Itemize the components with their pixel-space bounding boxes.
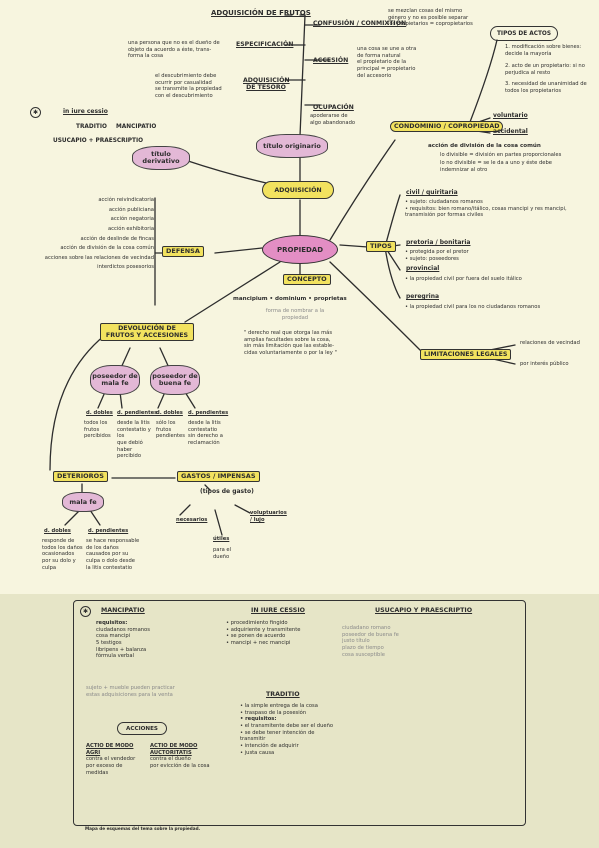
defensa-node: DEFENSA xyxy=(162,246,204,258)
usucapio-label: USUCAPIO + PRAESCRIPTIO xyxy=(53,138,144,144)
concepto-forma: forma de nombrar a la propiedad xyxy=(265,308,325,321)
accidental-label: accidental xyxy=(493,128,528,135)
tipos-actos-node: TIPOS DE ACTOS xyxy=(490,26,558,41)
mala-fe-pendientes-label: d. pendientes xyxy=(117,410,158,416)
mancipatio-marker: ✱ xyxy=(30,107,41,118)
deterioros-dobles-label: d. dobles xyxy=(44,528,71,534)
gastos-tipos: (tipos de gasto) xyxy=(200,488,254,495)
condominio-accion: acción de división de la cosa común xyxy=(428,143,541,149)
mala-fe-pendientes-text: desde la litis contestatio y los que deb… xyxy=(117,420,151,460)
limitacion-interes: por interés público xyxy=(520,361,569,367)
tipo-pretoria-items: protegida por el pretor sujeto: poseedor… xyxy=(405,249,525,262)
deterioros-dobles-text: responde de todos los daños ocasionados … xyxy=(42,538,83,571)
notes-acciones-label: ACCIONES xyxy=(117,722,167,735)
adquisicion-tesoro-label: ADQUISICIÓN DE TESORO xyxy=(243,77,290,92)
notes-accion-auctoritatis: ACTIO DE MODO AUCTORITATIS contra el due… xyxy=(150,743,210,769)
ocupacion-label: OCUPACIÓN xyxy=(313,104,354,111)
titulo-originario-cloud: título originario xyxy=(256,134,328,158)
ocupacion-text: apoderarse de algo abandonado xyxy=(310,113,356,126)
adquisicion-node: ADQUISICIÓN xyxy=(262,181,334,199)
traditio-label: TRADITIO xyxy=(76,124,107,130)
devolucion-node: DEVOLUCIÓN DE FRUTOS Y ACCESIONES xyxy=(100,323,194,342)
deterioros-node: DETERIOROS xyxy=(53,471,108,483)
accesion-label: ACCESIÓN xyxy=(313,57,349,64)
titulo-derivativo-cloud: título derivativo xyxy=(132,146,190,170)
notes-usucapio-items: ciudadano romano poseedor de buena fe ju… xyxy=(342,625,399,658)
tipo-peregrina-label: peregrina xyxy=(406,293,440,300)
gastos-utiles-text: para el dueño xyxy=(213,547,232,560)
condominio-divisible: lo divisible = división en partes propor… xyxy=(440,152,562,158)
deterioros-mala-fe-cloud: mala fe xyxy=(62,492,104,512)
gastos-utiles: útiles xyxy=(213,536,230,542)
buena-fe-pendientes-text: desde la litis contestatio sin derecho a… xyxy=(188,420,223,446)
especificacion-label: ESPECIFICACIÓN xyxy=(236,41,294,48)
confusion-label: CONFUSIÓN / CONMIXTIÓN xyxy=(313,20,407,27)
tipo-civil-items: sujeto: ciudadanos romanos requisitos: b… xyxy=(405,199,595,219)
mala-fe-dobles-text: todos los frutos percibidos xyxy=(84,420,111,440)
notes-in-iure-cessio-label: IN IURE CESSIO xyxy=(251,607,306,614)
propiedad-center-node: PROPIEDAD xyxy=(262,235,338,264)
accesion-text: una cosa se une a otra de forma natural … xyxy=(357,46,417,79)
limitaciones-node: LIMITACIONES LEGALES xyxy=(420,349,512,361)
mala-fe-dobles-label: d. dobles xyxy=(86,410,113,416)
notes-traditio-label: TRADITIO xyxy=(266,691,300,698)
adquisicion-tesoro-text: el descubrimiento debe ocurrir por casua… xyxy=(155,73,222,99)
buena-fe-cloud: poseedor de buena fe xyxy=(150,365,200,395)
buena-fe-dobles-text: sólo los frutos pendientes xyxy=(156,420,185,440)
confusion-text: se mezclan cosas del mismo género y no e… xyxy=(388,8,473,28)
concepto-terms: mancipium • dominium • proprietas xyxy=(233,296,347,302)
notes-in-iure-cessio-items: procedimiento fingido adquiriente y tran… xyxy=(226,620,336,647)
adquisicion-frutos-label: ADQUISICIÓN DE FRUTOS xyxy=(211,9,311,17)
notes-box xyxy=(73,600,526,826)
deterioros-pendientes-text: se hace responsable de los daños causado… xyxy=(86,538,140,571)
tipo-provincial-label: provincial xyxy=(406,265,440,272)
defensa-list: acción reivindicatoria acción publiciana… xyxy=(44,197,154,271)
tipo-pretoria-label: pretoria / bonitaria xyxy=(406,239,471,246)
voluntaria-label: voluntario xyxy=(493,112,528,119)
notes-mancipatio-items: requisitos: ciudadanos romanos cosa manc… xyxy=(96,620,150,660)
condominio-node: CONDOMINIO / COPROPIEDAD xyxy=(390,121,504,133)
gastos-node: GASTOS / IMPENSAS xyxy=(177,471,260,483)
tipo-peregrina-items: la propiedad civil para los no ciudadano… xyxy=(405,304,595,311)
concepto-node: CONCEPTO xyxy=(283,274,331,286)
notes-traditio-items: la simple entrega de la cosa traspaso de… xyxy=(240,703,340,756)
notes-mancipatio-aside: sujeto + mueble pueden practicar estas a… xyxy=(86,685,175,698)
mala-fe-cloud: poseedor de mala fe xyxy=(90,365,140,395)
condominio-no-divisible: lo no divisible = se le da a uno y éste … xyxy=(440,160,552,173)
notes-marker: ✱ xyxy=(80,606,91,617)
notes-mancipatio-label: MANCIPATIO xyxy=(101,607,145,614)
gastos-voluptuarios: voluptuarios / lujo xyxy=(250,510,287,523)
mancipatio-label: MANCIPATIO xyxy=(116,124,157,130)
gastos-necesarios: necesarios xyxy=(176,517,208,523)
concepto-definition: " derecho real que otorga las más amplia… xyxy=(244,330,337,356)
tipo-civil-label: civil / quiritaria xyxy=(406,189,458,196)
notes-accion-agri: ACTIO DE MODO AGRI contra el vendedor po… xyxy=(86,743,136,776)
tipo-provincial-items: la propiedad civil por fuera del suelo i… xyxy=(405,276,585,283)
buena-fe-dobles-label: d. dobles xyxy=(156,410,183,416)
limitacion-vecindad: relaciones de vecindad xyxy=(520,340,580,346)
buena-fe-pendientes-label: d. pendientes xyxy=(188,410,229,416)
notes-usucapio-label: USUCAPIO Y PRAESCRIPTIO xyxy=(375,607,473,614)
notes-footer: Mapa de esquemas del tema sobre la propi… xyxy=(85,826,201,831)
especificacion-text: una persona que no es el dueño de objeto… xyxy=(128,40,220,60)
tipos-actos-list: 1. modificación sobre bienes: decide la … xyxy=(505,44,587,95)
tipos-node: TIPOS xyxy=(366,241,396,253)
deterioros-pendientes-label: d. pendientes xyxy=(88,528,129,534)
in-iure-cessio-label: in iure cessio xyxy=(63,108,108,115)
